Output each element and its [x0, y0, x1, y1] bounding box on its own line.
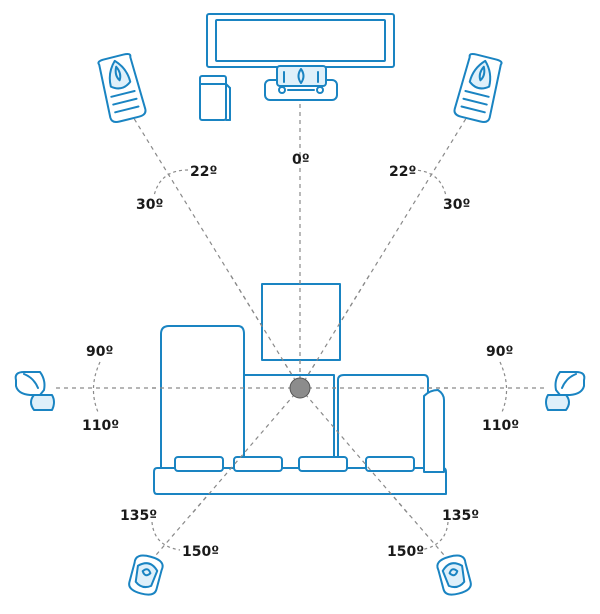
coffee-table	[261, 283, 341, 361]
sofa	[153, 325, 447, 495]
label-front-right-inner: 22º	[389, 164, 416, 180]
label-side-right-bottom: 110º	[482, 418, 519, 434]
label-rear-left-bottom: 150º	[182, 544, 219, 560]
sofa-seat-right	[337, 374, 429, 469]
center-speaker	[264, 65, 338, 101]
sofa-cushion-1	[174, 456, 224, 472]
rear-right-speaker	[436, 554, 472, 596]
label-side-left-top: 90º	[86, 344, 113, 360]
label-side-right-top: 90º	[486, 344, 513, 360]
label-rear-left-top: 135º	[120, 508, 157, 524]
label-rear-right-bottom: 150º	[387, 544, 424, 560]
subwoofer	[199, 75, 231, 121]
label-rear-right-top: 135º	[442, 508, 479, 524]
arc-front-right	[411, 169, 447, 197]
arc-side-left	[92, 361, 101, 413]
arc-front-left	[153, 169, 189, 197]
sofa-cushion-2	[233, 456, 283, 472]
side-left-speaker	[14, 371, 55, 411]
guide-lines-over	[150, 273, 450, 517]
arc-rear-right	[419, 521, 449, 551]
sofa-arm-right	[423, 389, 445, 473]
sofa-chaise	[160, 325, 245, 469]
label-front-left-inner: 22º	[190, 164, 217, 180]
rear-left-speaker	[128, 554, 164, 596]
front-left-speaker	[97, 53, 147, 124]
sofa-base	[153, 467, 447, 495]
label-side-left-bottom: 110º	[82, 418, 119, 434]
guide-line-front-left	[129, 111, 301, 389]
listening-position-dot	[289, 377, 311, 399]
sofa-cushion-3	[298, 456, 348, 472]
side-right-speaker	[545, 371, 586, 411]
sofa-seat-middle	[243, 374, 335, 469]
guide-line-front-right	[299, 111, 471, 389]
label-front-left-outer: 30º	[136, 197, 163, 213]
arc-rear-left	[151, 521, 181, 551]
label-front-right-outer: 30º	[443, 197, 470, 213]
tv	[206, 13, 395, 68]
angle-labels: 0º 22º 30º 22º 30º 90º 110º 90º 110º 135…	[82, 152, 519, 560]
front-right-speaker	[453, 53, 503, 124]
sofa-cushion-4	[365, 456, 415, 472]
label-center-angle: 0º	[292, 152, 310, 168]
arc-side-right	[499, 361, 508, 413]
angle-arcs	[92, 169, 508, 551]
